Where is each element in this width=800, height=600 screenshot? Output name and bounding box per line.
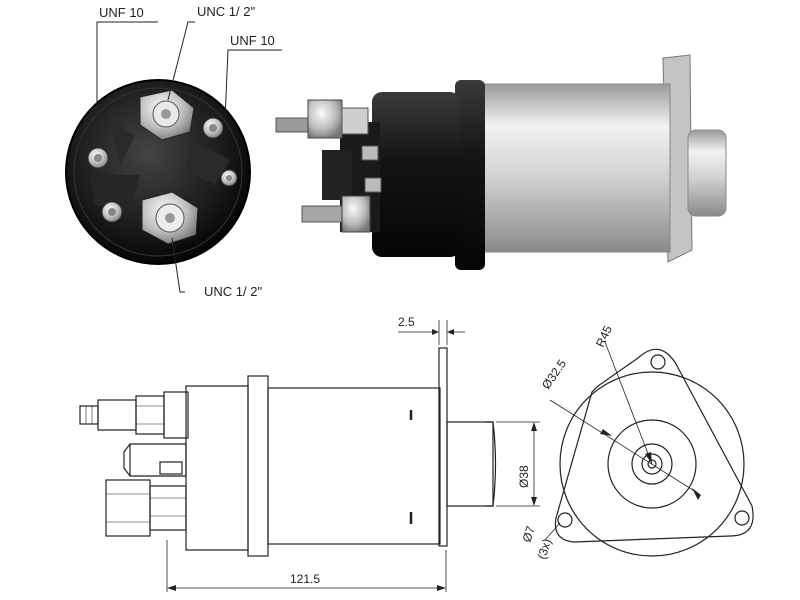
- dim-hole-diameter: Ø7: [520, 524, 538, 544]
- mounting-hole-top: [650, 354, 666, 370]
- mounting-hole-right: [734, 510, 750, 526]
- solenoid-side-photo: [275, 54, 727, 270]
- unc-terminal-top: [139, 89, 195, 141]
- unc-terminal-bottom: [141, 191, 199, 245]
- dim-flange-radius: R45: [593, 323, 615, 349]
- dim-bore-diameter: Ø32.5: [539, 357, 569, 392]
- label-unc-bottom: UNC 1/ 2": [204, 284, 262, 299]
- label-unf10-right: UNF 10: [230, 33, 275, 48]
- end-dimension-drawing: [544, 341, 754, 557]
- terminal-cap-view: UNF 10 UNC 1/ 2" UNF 10 UNC 1/ 2": [65, 4, 282, 299]
- dim-hole-count: (3x): [535, 537, 555, 561]
- label-unc-top: UNC 1/ 2": [197, 4, 255, 19]
- dim-overall-length: 121.5: [290, 572, 320, 586]
- side-dimension-drawing: [79, 320, 540, 592]
- dim-plunger-diameter: Ø38: [517, 465, 531, 488]
- dim-flange-thickness: 2.5: [398, 315, 415, 329]
- mounting-hole-left: [557, 512, 573, 528]
- label-unf10-top: UNF 10: [99, 5, 144, 20]
